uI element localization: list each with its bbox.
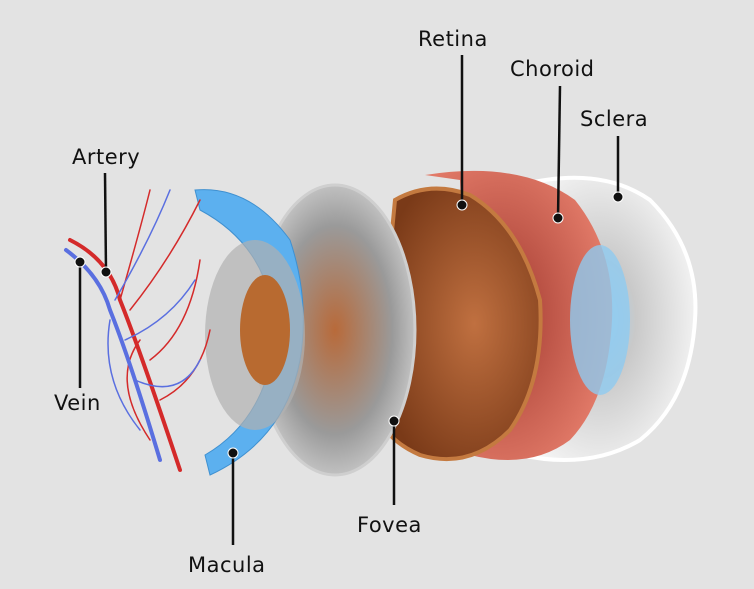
- leader-lines: [78, 55, 620, 545]
- retina-layer: [372, 186, 543, 462]
- label-retina: Retina: [418, 27, 488, 51]
- label-macula: Macula: [188, 553, 266, 577]
- macula-layer: [194, 189, 305, 476]
- label-dots: [74, 191, 624, 459]
- label-choroid: Choroid: [510, 57, 595, 81]
- label-fovea: Fovea: [357, 513, 422, 537]
- label-sclera: Sclera: [580, 107, 649, 131]
- blood-vessels: [64, 189, 211, 472]
- label-vein: Vein: [54, 391, 101, 415]
- label-artery: Artery: [72, 145, 141, 169]
